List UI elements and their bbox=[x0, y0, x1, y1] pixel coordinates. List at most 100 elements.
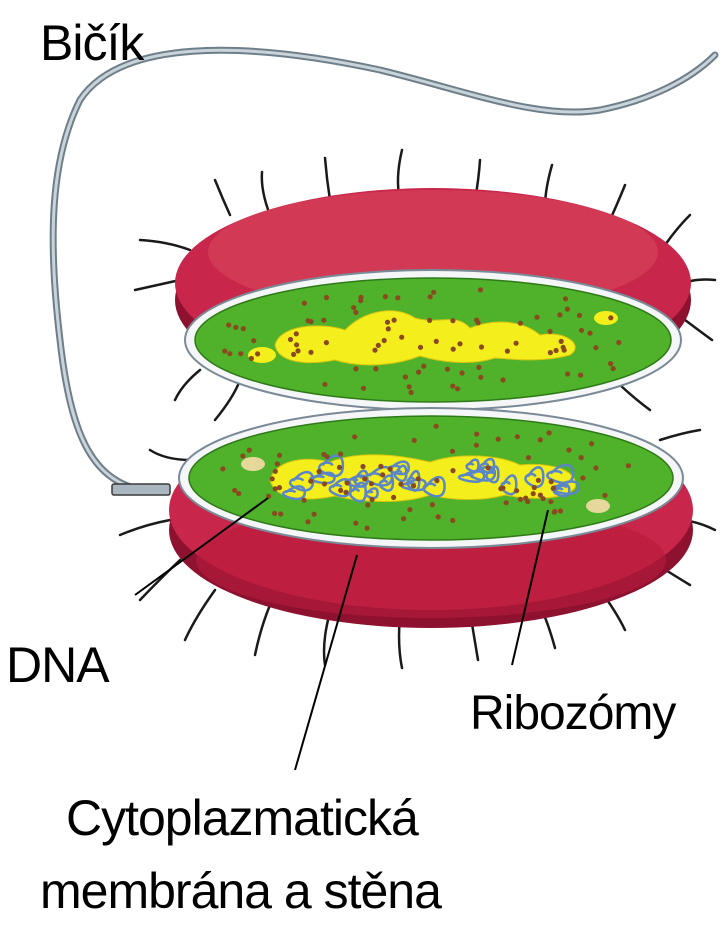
ribosome bbox=[227, 351, 232, 356]
ribosome bbox=[616, 340, 621, 345]
ribosome bbox=[220, 466, 225, 471]
ribosome bbox=[460, 370, 465, 375]
ribosome bbox=[294, 342, 299, 347]
pilus bbox=[262, 172, 270, 215]
ribosome bbox=[611, 366, 616, 371]
ribosome bbox=[565, 371, 570, 376]
ribosome bbox=[580, 475, 585, 480]
ribosome bbox=[534, 315, 539, 320]
ribosome bbox=[272, 511, 277, 516]
ribosome bbox=[278, 511, 283, 516]
ribosome bbox=[579, 455, 584, 460]
ribosome bbox=[551, 486, 556, 491]
ribosome bbox=[273, 469, 278, 474]
ribosome bbox=[531, 491, 536, 496]
ribosome bbox=[322, 481, 327, 486]
pilus bbox=[620, 385, 650, 410]
ribosome bbox=[593, 465, 598, 470]
ribosome bbox=[515, 434, 520, 439]
ribosome bbox=[500, 377, 505, 382]
ribosome bbox=[352, 434, 357, 439]
ribosome bbox=[378, 464, 383, 469]
ribosome bbox=[412, 438, 417, 443]
ribosome bbox=[226, 322, 231, 327]
ribosome bbox=[247, 448, 252, 453]
ribosome bbox=[431, 290, 436, 295]
ribosome bbox=[523, 496, 528, 501]
dna-label: DNA bbox=[6, 640, 109, 690]
ribosome bbox=[514, 341, 519, 346]
ribosome bbox=[557, 312, 562, 317]
ribosome bbox=[578, 373, 583, 378]
ribosome bbox=[385, 320, 390, 325]
ribosome bbox=[476, 365, 481, 370]
ribosome bbox=[421, 364, 426, 369]
ribosome bbox=[277, 485, 282, 490]
ribosome bbox=[372, 348, 377, 353]
ribosome bbox=[474, 318, 479, 323]
ribosome bbox=[345, 480, 350, 485]
ribosome bbox=[291, 352, 296, 357]
ribosome bbox=[249, 356, 254, 361]
ribosome bbox=[532, 485, 537, 490]
ribosome bbox=[353, 521, 358, 526]
ribosome bbox=[561, 345, 566, 350]
ribosome bbox=[324, 295, 329, 300]
ribosome bbox=[547, 430, 552, 435]
ribosome bbox=[577, 313, 582, 318]
ribosome bbox=[407, 507, 412, 512]
ribosome bbox=[504, 500, 509, 505]
pilus bbox=[215, 380, 240, 420]
ribosome bbox=[277, 453, 282, 458]
pilus bbox=[175, 370, 200, 400]
ribosome bbox=[324, 340, 329, 345]
ribosome bbox=[361, 386, 366, 391]
ribosome bbox=[306, 318, 311, 323]
ribosome bbox=[401, 516, 406, 521]
ribosome bbox=[552, 509, 557, 514]
ribosome bbox=[399, 335, 404, 340]
ribosome bbox=[255, 351, 260, 356]
ribosome bbox=[317, 469, 322, 474]
membrane-label-line2: membrána a stěna bbox=[40, 866, 441, 916]
ribosome bbox=[450, 318, 455, 323]
ribosome bbox=[589, 441, 594, 446]
ribosome bbox=[353, 310, 358, 315]
ribosome bbox=[602, 493, 607, 498]
ribosome bbox=[302, 498, 307, 503]
ribosome bbox=[457, 341, 462, 346]
ribosome bbox=[434, 478, 439, 483]
pilus bbox=[685, 320, 712, 340]
ribosome bbox=[238, 351, 243, 356]
ribosome bbox=[445, 367, 450, 372]
ribosome bbox=[548, 499, 553, 504]
ribosome bbox=[233, 325, 238, 330]
pilus bbox=[255, 605, 270, 655]
ribosome bbox=[450, 449, 455, 454]
ribosome bbox=[559, 339, 564, 344]
ribosome bbox=[321, 318, 326, 323]
ribosome bbox=[362, 476, 367, 481]
ribosome bbox=[514, 488, 519, 493]
ribosome bbox=[418, 345, 423, 350]
ribosome bbox=[548, 329, 553, 334]
ribosome bbox=[386, 326, 391, 331]
ribosome bbox=[565, 307, 570, 312]
ribosome bbox=[312, 512, 317, 517]
ribosome bbox=[392, 318, 397, 323]
ribosome bbox=[288, 337, 293, 342]
ribosome bbox=[416, 370, 421, 375]
ribosome bbox=[566, 447, 571, 452]
ribosome bbox=[308, 479, 313, 484]
ribosome bbox=[411, 483, 416, 488]
ribosome bbox=[428, 294, 433, 299]
ribosome bbox=[479, 344, 484, 349]
ribosome bbox=[474, 443, 479, 448]
ribosome bbox=[360, 464, 365, 469]
pilus bbox=[215, 180, 230, 215]
ribosome bbox=[563, 296, 568, 301]
ribosome bbox=[308, 350, 313, 355]
ribosome bbox=[478, 375, 483, 380]
ribosome bbox=[416, 476, 421, 481]
